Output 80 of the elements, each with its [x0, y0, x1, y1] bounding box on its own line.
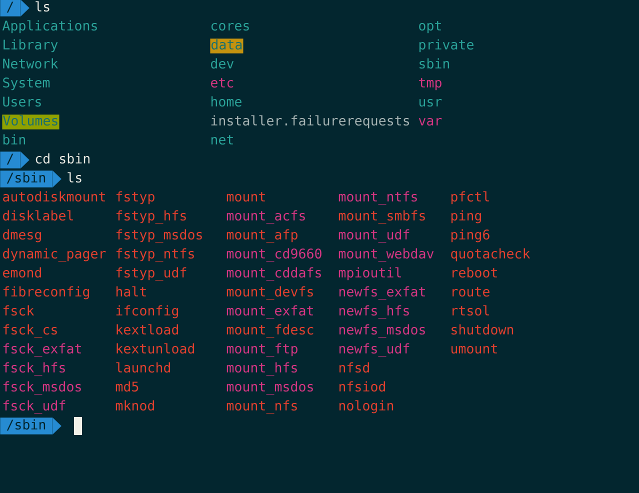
- file-name: mount_msdos: [226, 381, 313, 395]
- file-name: sbin: [420, 58, 450, 69]
- file-name: mount_acfs: [226, 210, 305, 224]
- file-name: var: [418, 118, 442, 126]
- file-name: Applications: [2, 20, 97, 34]
- file-name: mount_exfat: [226, 305, 313, 319]
- file-name: fstyp_ntfs: [116, 248, 194, 262]
- file-name: private: [419, 39, 474, 52]
- highlighted-entry: Volumes: [2, 114, 60, 130]
- file-name: dynamic_pager: [3, 248, 106, 262]
- file-name: emond: [3, 267, 41, 278]
- file-name: autodiskmount: [3, 191, 105, 202]
- file-name: route: [452, 287, 490, 297]
- file-name: ping: [451, 210, 481, 224]
- file-name: halt: [116, 286, 146, 297]
- file-name: fibreconfig: [3, 286, 90, 300]
- file-name: disklabel: [3, 210, 73, 221]
- file-name: mount_nfs: [226, 400, 297, 414]
- file-name: nfsiod: [339, 381, 385, 392]
- file-name: Network: [3, 58, 58, 69]
- file-name: kextload: [116, 324, 178, 335]
- file-name: mpioutil: [338, 267, 401, 280]
- file-name: kextunload: [116, 343, 194, 354]
- file-name: md5: [116, 381, 138, 392]
- file-name: mount_hfs: [226, 362, 297, 376]
- file-name: opt: [419, 21, 441, 34]
- file-name: fstyp_hfs: [116, 210, 186, 224]
- file-name: mount_ntfs: [338, 191, 417, 205]
- file-name: mount_cddafs: [226, 267, 321, 281]
- prompt-segment: /: [0, 0, 30, 17]
- file-name: home: [211, 96, 242, 107]
- file-name: nologin: [339, 400, 394, 414]
- file-name: rtsol: [452, 305, 489, 316]
- file-name: fsck_msdos: [3, 381, 81, 395]
- file-name: quotacheck: [451, 248, 530, 262]
- file-name: newfs_exfat: [339, 286, 425, 300]
- file-name: umount: [451, 344, 497, 354]
- prompt-segment: /: [0, 151, 30, 169]
- file-name: mount_cd9660: [226, 248, 322, 262]
- file-name: mount_fdesc: [226, 324, 314, 338]
- highlighted-entry: data: [210, 38, 244, 54]
- file-name: fsck_cs: [3, 324, 57, 338]
- file-name: newfs_msdos: [339, 324, 425, 338]
- file-name: fsck_hfs: [3, 362, 65, 376]
- prompt-segment: /sbin: [0, 417, 62, 435]
- file-name: reboot: [452, 267, 497, 278]
- file-name: net: [211, 135, 233, 145]
- file-name: mount: [226, 192, 265, 202]
- file-name: mount_afp: [226, 229, 298, 243]
- file-name: System: [3, 78, 50, 90]
- file-name: tmp: [419, 78, 442, 90]
- file-name: ifconfig: [116, 305, 178, 318]
- file-name: ping6: [451, 229, 490, 242]
- file-name: dmesg: [3, 229, 41, 242]
- file-name: pfctl: [451, 191, 489, 204]
- file-name: etc: [211, 78, 234, 88]
- file-name: fstyp_udf: [116, 267, 186, 281]
- file-name: fstyp_msdos: [116, 229, 202, 243]
- file-name: shutdown: [452, 324, 514, 335]
- file-name: mount_smbfs: [338, 210, 425, 224]
- file-name: fsck: [3, 305, 34, 316]
- file-name: bin: [3, 134, 26, 145]
- file-name: fsck_exfat: [3, 343, 81, 357]
- file-name: Library: [4, 39, 58, 52]
- file-name: launchd: [116, 362, 170, 373]
- command-text: cd sbin: [36, 153, 90, 164]
- command-text: ls: [36, 1, 50, 12]
- file-name: usr: [419, 98, 442, 107]
- file-name: newfs_hfs: [339, 305, 409, 319]
- file-name: newfs_udf: [339, 343, 410, 357]
- command-text: ls: [68, 172, 82, 183]
- file-name: mount_devfs: [226, 286, 313, 300]
- prompt-segment: /sbin: [0, 170, 62, 188]
- file-name: mount_webdav: [338, 248, 434, 262]
- file-name: mount_ftp: [226, 343, 298, 357]
- file-name: fstyp: [116, 191, 154, 204]
- file-name: nfsd: [339, 362, 369, 373]
- file-name: mknod: [116, 400, 154, 411]
- file-name: mount_udf: [338, 229, 410, 243]
- file-name: installer.failurerequests: [211, 115, 410, 128]
